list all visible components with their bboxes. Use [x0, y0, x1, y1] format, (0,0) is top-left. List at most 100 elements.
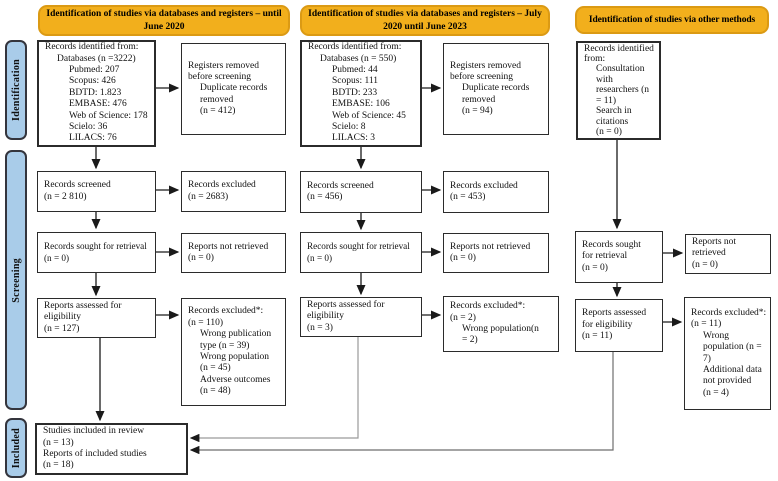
- box-text-line: Records sought for retrieval: [307, 241, 410, 252]
- box-text-line: Wrong population(n: [462, 324, 539, 334]
- box-text-line: Duplicate records: [462, 83, 530, 94]
- box-text-line: citations: [596, 116, 629, 127]
- box-text-line: Pubmed: 207: [69, 65, 120, 76]
- box-text-line: LILACS: 3: [332, 133, 376, 144]
- box-text-line: (n = 2683): [188, 191, 229, 202]
- box-text-line: (n = 2): [450, 312, 476, 323]
- box-text-line: Reports not retrieved: [450, 241, 531, 252]
- box-text-line: retrieved: [692, 248, 726, 259]
- box-text-line: (n = 94): [462, 106, 493, 117]
- box-text-line: (n = 11): [691, 319, 722, 330]
- box-text-line: Web of Science: 45: [332, 110, 406, 121]
- box-text-line: (n = 0): [188, 253, 214, 263]
- box-text-line: Reports of included studies: [43, 449, 147, 459]
- box-text-line: (n = 4): [703, 387, 729, 398]
- box-text-line: eligibility: [307, 311, 344, 322]
- box-text-line: before screening: [450, 71, 514, 82]
- box-text-line: BDTD: 233: [332, 87, 378, 98]
- box-text-line: Registers removed: [450, 60, 521, 71]
- box-text-line: (n = 456): [307, 192, 343, 202]
- box-text-line: Wrong population: [200, 352, 270, 362]
- box-text-line: with: [596, 74, 613, 85]
- box-text-line: (n = 0): [307, 252, 333, 263]
- box-text-line: (n = 453): [450, 192, 486, 202]
- box-text-line: BDTD: 1.823: [69, 87, 122, 98]
- box-text-line: (n = 2 810): [44, 191, 87, 202]
- box-col2-records-screened: Records screened(n = 456): [300, 171, 422, 213]
- box-text-line: population (n =: [703, 342, 762, 353]
- box-text-line: Records identified from:: [45, 42, 139, 53]
- header-databases-july-2020-june-2023: Identification of studies via databases …: [300, 5, 550, 36]
- box-text-line: Consultation: [596, 64, 645, 75]
- box-text-line: type (n = 39): [200, 340, 250, 351]
- box-text-line: (n = 45): [200, 363, 231, 374]
- box-text-line: Reports assessed for: [44, 300, 122, 311]
- box-text-line: = 2): [462, 335, 478, 346]
- box-text-line: (n = 0): [596, 127, 622, 138]
- box-studies-included: Studies included in review(n = 13)Report…: [35, 423, 188, 475]
- box-text-line: Records sought for retrieval: [44, 241, 147, 252]
- box-text-line: removed: [200, 94, 234, 105]
- box-text-line: (n = 127): [44, 323, 80, 334]
- box-text-line: Wrong publication: [200, 329, 272, 340]
- box-text-line: Records excluded: [450, 180, 518, 191]
- box-col1-records-sought: Records sought for retrieval(n = 0): [37, 232, 156, 273]
- header-databases-until-june-2020: Identification of studies via databases …: [38, 5, 290, 36]
- box-col2-reports-not-retrieved: Reports not retrieved(n = 0): [443, 233, 549, 273]
- box-text-line: Additional data: [703, 364, 762, 375]
- box-col1-records-excluded: Records excluded(n = 2683): [181, 171, 286, 212]
- box-text-line: Scopus: 426: [69, 76, 116, 87]
- box-text-line: (n = 110): [188, 317, 224, 328]
- box-text-line: Duplicate records: [200, 83, 268, 94]
- box-text-line: Reports not: [692, 236, 737, 247]
- stage-label-included: Included: [5, 418, 27, 478]
- box-text-line: Adverse outcomes: [200, 374, 271, 385]
- box-col1-records-screened: Records screened(n = 2 810): [37, 171, 156, 212]
- box-text-line: removed: [462, 94, 496, 105]
- box-col2-records-identified: Records identified from:Databases (n = 5…: [300, 40, 422, 147]
- box-text-line: EMBASE: 106: [332, 99, 390, 110]
- box-text-line: Reports assessed: [582, 308, 647, 319]
- box-text-line: (n = 0): [692, 259, 718, 270]
- box-text-line: Records sought: [582, 239, 641, 250]
- box-text-line: (n = 0): [450, 253, 476, 263]
- box-text-line: Reports assessed for: [307, 299, 385, 310]
- box-text-line: Registers removed: [188, 60, 259, 71]
- box-text-line: Scielo: 36: [69, 121, 108, 132]
- box-text-line: (n = 13): [43, 437, 74, 448]
- box-text-line: Search in: [596, 106, 632, 117]
- box-col1-records-identified: Records identified from:Databases (n =32…: [37, 40, 156, 147]
- box-text-line: before screening: [188, 71, 252, 82]
- box-text-line: Web of Science: 178: [69, 110, 148, 121]
- box-col2-records-excluded: Records excluded(n = 453): [443, 171, 549, 213]
- box-text-line: Records screened: [44, 180, 111, 191]
- box-text-line: EMBASE: 476: [69, 99, 127, 110]
- box-text-line: from:: [584, 53, 606, 64]
- box-text-line: for eligibility: [582, 319, 633, 330]
- box-text-line: Records screened: [307, 180, 374, 191]
- box-text-line: not provided: [703, 376, 752, 387]
- box-text-line: Records identified from:: [308, 42, 402, 53]
- box-text-line: Pubmed: 44: [332, 65, 378, 76]
- box-text-line: eligibility: [44, 312, 81, 323]
- box-col2-records-sought: Records sought for retrieval(n = 0): [300, 232, 422, 273]
- box-text-line: Scopus: 111: [332, 76, 379, 87]
- box-text-line: LILACS: 76: [69, 133, 117, 144]
- box-text-line: (n = 11): [582, 331, 613, 342]
- box-text-line: (n = 0): [582, 262, 608, 273]
- box-text-line: Wrong: [703, 330, 729, 341]
- box-text-line: (n = 3): [307, 322, 333, 333]
- box-text-line: Records excluded*:: [450, 301, 526, 312]
- stage-label-identification: Identification: [5, 40, 27, 140]
- box-text-line: Databases (n = 550): [320, 53, 397, 64]
- box-col2-records-excluded-reasons: Records excluded*:(n = 2)Wrong populatio…: [443, 296, 559, 352]
